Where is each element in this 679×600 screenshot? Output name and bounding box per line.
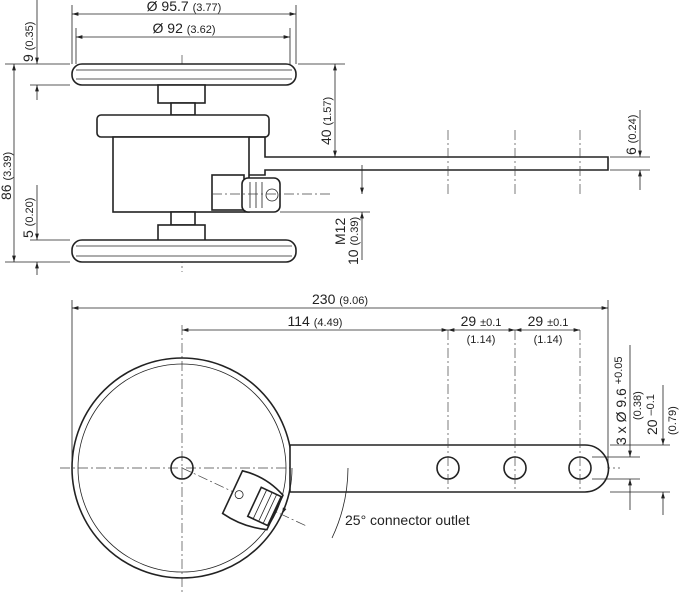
svg-text:20 –0.1: 20 –0.1 (644, 394, 660, 435)
connector-outlet-label: 25° connector outlet (345, 512, 470, 528)
svg-text:3 x Ø 9.6 +0.05: 3 x Ø 9.6 +0.05 (613, 356, 629, 445)
bottom-disc (71, 239, 297, 263)
center-hole (170, 456, 194, 480)
dim-pitch-2-inch: (1.14) (534, 334, 563, 346)
dim-hole-diameter-inch: (0.38) (632, 391, 644, 420)
dim-arm-offset: 40 (318, 129, 334, 145)
svg-text:114 (4.49): 114 (4.49) (288, 313, 343, 329)
top-hub (157, 84, 206, 104)
top-view: 25° connector outlet 230 (9.06) 114 (4.4… (60, 291, 679, 595)
dim-pitch-1: 29 (461, 313, 477, 329)
dim-arm-width: 20 (644, 419, 660, 435)
svg-text:9 (0.35): 9 (0.35) (20, 22, 36, 62)
svg-text:5 (0.20): 5 (0.20) (20, 198, 36, 238)
connector-thread-label: M12 (332, 218, 348, 245)
svg-text:Ø 95.7 (3.77): Ø 95.7 (3.77) (147, 0, 222, 14)
side-view: Ø 95.7 (3.77) Ø 92 (3.62) 9 (0.35) 86 (3… (0, 0, 650, 275)
connector-outlet (181, 467, 308, 531)
flange (96, 114, 270, 138)
dim-hole-diameter: 3 x Ø 9.6 (613, 388, 629, 445)
svg-text:29 ±0.1: 29 ±0.1 (461, 313, 502, 329)
svg-text:29 ±0.1: 29 ±0.1 (528, 313, 569, 329)
dim-outer-diameter: Ø 95.7 (147, 0, 189, 14)
svg-text:10 (0.39): 10 (0.39) (345, 217, 361, 265)
svg-text:Ø 92 (3.62): Ø 92 (3.62) (153, 20, 216, 36)
dim-arm-thickness: 6 (623, 147, 639, 155)
bottom-hub (157, 224, 206, 242)
top-disc (71, 63, 297, 86)
dim-height: 86 (0, 184, 14, 200)
svg-text:230 (9.06): 230 (9.06) (312, 291, 368, 307)
dim-pitch-1-inch: (1.14) (467, 334, 496, 346)
dim-total-length: 230 (312, 291, 336, 307)
svg-text:6 (0.24): 6 (0.24) (623, 115, 639, 155)
dim-first-hole: 114 (288, 313, 311, 329)
dim-inner-diameter: Ø 92 (153, 20, 184, 36)
m12-connector (241, 177, 281, 213)
svg-text:86 (3.39): 86 (3.39) (0, 152, 14, 200)
arm (289, 444, 610, 493)
dim-arm-width-inch: (0.79) (667, 406, 679, 435)
dim-connector-offset: 10 (345, 249, 361, 265)
dim-bottom-disc: 5 (20, 230, 36, 238)
dim-pitch-2: 29 (528, 313, 544, 329)
svg-text:40 (1.57): 40 (1.57) (318, 97, 334, 145)
connector-housing (211, 174, 245, 211)
dim-top-disc: 9 (20, 54, 36, 62)
